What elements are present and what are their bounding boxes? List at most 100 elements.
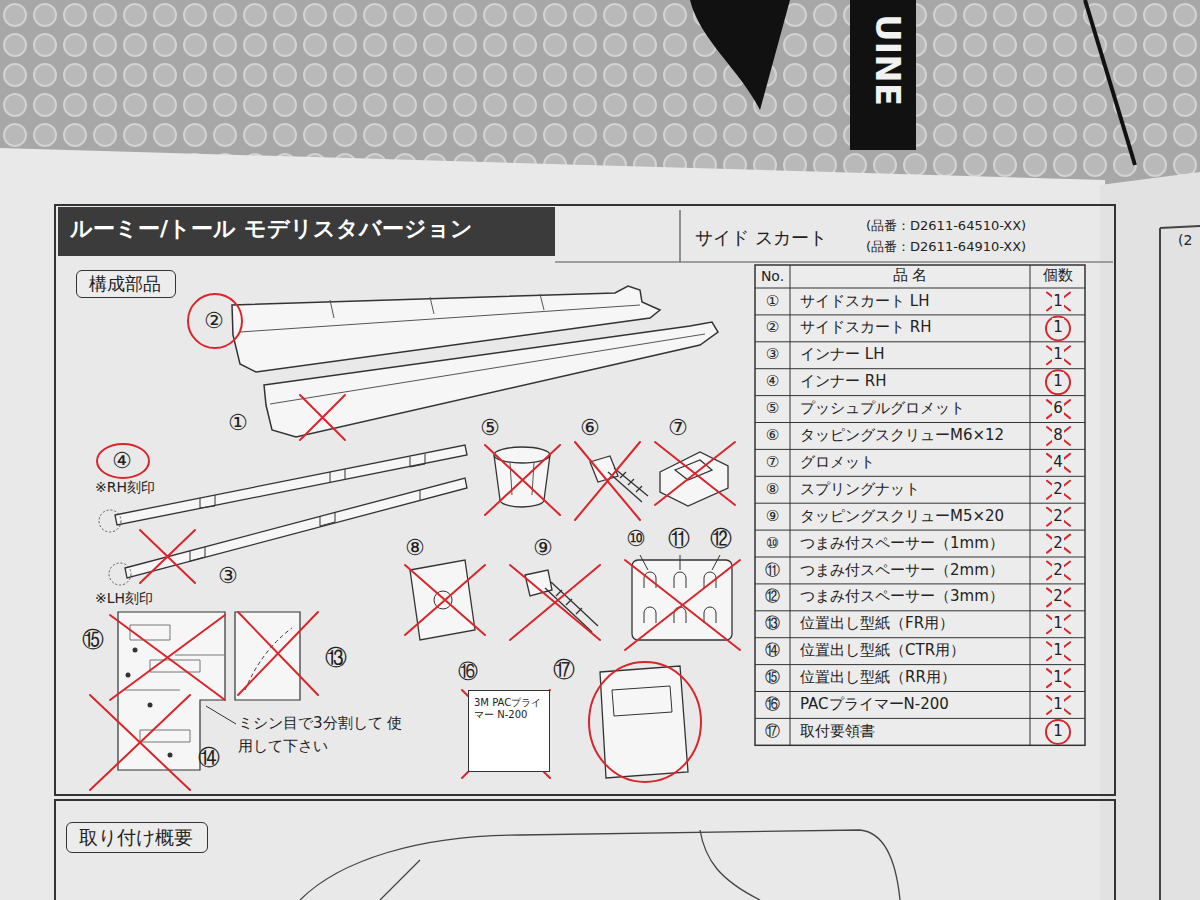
next-frame — [1160, 226, 1200, 900]
text-patch: 2 — [1052, 587, 1064, 605]
quantity-cell: 2 — [1040, 588, 1076, 605]
bag-print — [690, 0, 790, 110]
quantity-cell: 6 — [1040, 400, 1076, 417]
page-fragment: (2 — [1178, 232, 1192, 248]
dot — [168, 753, 173, 758]
callout-number: ⑩ — [626, 526, 646, 551]
table-cell: グロメット — [800, 454, 875, 471]
table-cell: ⑧ — [755, 481, 790, 498]
booklet-detail — [612, 686, 672, 716]
table-cell: インナー LH — [800, 346, 884, 363]
table-cell: ⑯ — [755, 696, 790, 713]
dot — [133, 648, 138, 653]
part-title: サイド スカート — [695, 228, 827, 249]
text-patch: 1 — [1052, 668, 1064, 686]
callout-number: ⑭ — [198, 745, 220, 770]
manual-booklet — [600, 666, 688, 778]
red-pen-marks — [90, 293, 1070, 791]
drawing-part — [188, 294, 242, 348]
table-cell: ⑰ — [755, 723, 790, 740]
text-patch: 2 — [1052, 534, 1064, 552]
table-header: No. — [755, 268, 790, 284]
mark-circle — [99, 510, 121, 532]
text-patch: 1 — [1052, 641, 1064, 659]
text-patch: 1 — [1052, 695, 1064, 713]
table-cell: つまみ付スペーサー（2mm） — [800, 562, 1004, 579]
table-cell: ⑤ — [755, 400, 790, 417]
quantity-cell: 8 — [1040, 427, 1076, 444]
table-cell: つまみ付スペーサー（3mm） — [800, 588, 1004, 605]
quantity-cell: 1 — [1040, 346, 1076, 363]
part-number: (品番：D2611-64910-XX) — [866, 240, 1026, 255]
quantity-cell: 2 — [1040, 508, 1076, 525]
table-cell: ③ — [755, 346, 790, 363]
callout-number: ③ — [218, 563, 238, 588]
table-cell: ⑥ — [755, 427, 790, 444]
callout-number: ⑫ — [710, 526, 732, 551]
quantity-cell: 2 — [1040, 535, 1076, 552]
table-cell: ④ — [755, 373, 790, 390]
drawing-part — [625, 560, 740, 650]
table-cell: ⑦ — [755, 454, 790, 471]
drawing-part — [140, 530, 195, 583]
table-cell: サイドスカート LH — [800, 293, 929, 310]
quantity-cell: 1 — [1040, 696, 1076, 713]
table-cell: 位置出し型紙（CTR用） — [800, 642, 965, 659]
leader-line — [640, 555, 720, 570]
grommet — [660, 452, 728, 506]
node-text: 3M PACプライマー N-200 — [474, 697, 541, 720]
drawing-part — [1046, 316, 1070, 340]
text-patch: 4 — [1052, 453, 1064, 471]
text-patch: 2 — [1052, 480, 1064, 498]
quantity-cell: 1 — [1040, 373, 1076, 390]
text-patch: 2 — [1052, 561, 1064, 579]
text-patch: 6 — [1052, 399, 1064, 417]
drawing-part — [238, 612, 318, 695]
table-header: 品 名 — [790, 267, 1030, 284]
text-patch: 1 — [1052, 722, 1064, 740]
text-patch: 1 — [1052, 614, 1064, 632]
text-patch: 8 — [1052, 426, 1064, 444]
drawing-part — [110, 615, 225, 700]
drawing-part — [485, 445, 560, 515]
drawing-part — [510, 565, 600, 640]
drawing-part — [462, 690, 550, 778]
dot — [126, 673, 131, 678]
section-tab: 取り付け概要 — [66, 822, 208, 853]
paper — [0, 148, 1105, 900]
template-detail — [125, 625, 225, 742]
table-cell: ⑫ — [755, 588, 790, 605]
text-patch: 2 — [1052, 507, 1064, 525]
node-text: 取り付け概要 — [79, 826, 195, 849]
drawing-part — [405, 565, 485, 635]
callout-number: ① — [228, 410, 248, 435]
inner-lh — [125, 478, 467, 578]
header-line — [555, 210, 1113, 262]
mark-circle — [109, 563, 131, 585]
table-cell: 位置出し型紙（FR用） — [800, 615, 954, 632]
leader-line — [206, 706, 236, 724]
bag-print — [850, 0, 916, 150]
primer-box: 3M PACプライマー N-200 — [468, 690, 550, 772]
quantity-cell: 1 — [1040, 615, 1076, 632]
table-cell: ⑨ — [755, 508, 790, 525]
table-cell: ⑭ — [755, 642, 790, 659]
callout-number: ⑮ — [82, 627, 104, 652]
callout-number: ⑯ — [458, 660, 478, 683]
table-cell: つまみ付スペーサー（1mm） — [800, 535, 1004, 552]
drawing-part — [575, 442, 640, 520]
table-cell: タッピングスクリューM6×12 — [800, 427, 1004, 444]
table-cell: サイドスカート RH — [800, 319, 931, 336]
text-patch: 1 — [1052, 318, 1064, 336]
node-text: 構成部品 — [89, 273, 163, 295]
quantity-cell: 1 — [1040, 319, 1076, 336]
callout-number: ② — [204, 308, 224, 333]
drawing-part — [97, 444, 149, 478]
frame — [55, 800, 1115, 900]
note: ミシン目で3分割して 使用して下さい — [238, 712, 410, 757]
text-patch: 1 — [1052, 372, 1064, 390]
quantity-cell: 1 — [1040, 723, 1076, 740]
drawing-part — [90, 695, 190, 790]
